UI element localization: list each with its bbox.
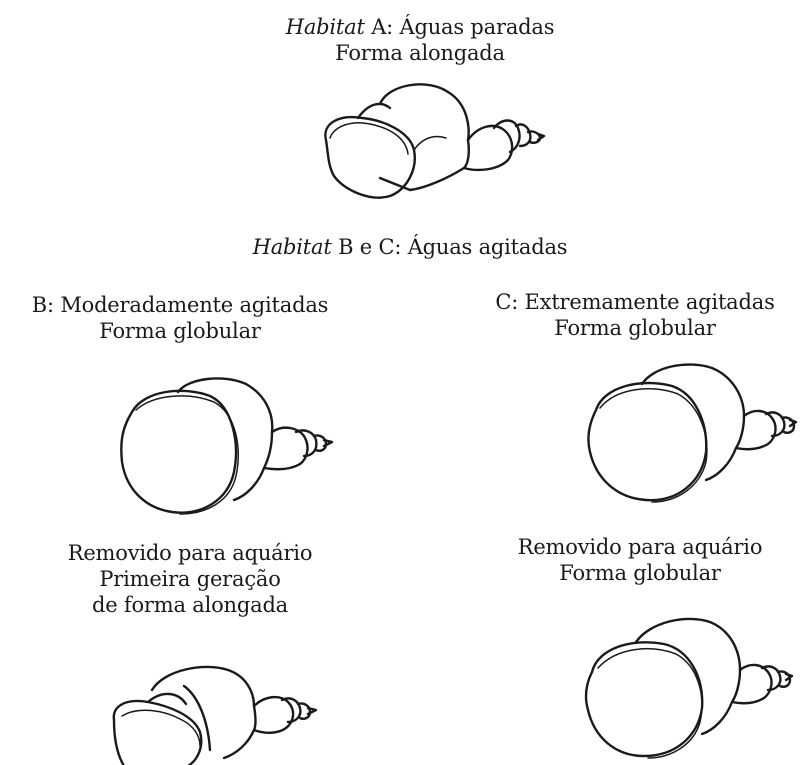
habitat-c-form: Forma globular [470,315,800,341]
c-aquarium-shell [580,612,793,762]
habitat-bc-title: Habitat B e C: Águas agitadas [180,234,640,260]
b-aquarium-line2: Primeira geração [40,566,340,592]
b-aquarium-line1: Removido para aquário [40,540,340,566]
habitat-b-label: B: Moderadamente agitadas Forma globular [20,292,340,344]
b-aquarium-shell [108,660,320,765]
c-aquarium-label: Removido para aquário Forma globular [480,534,800,586]
habitat-b-shell [114,372,334,522]
habitat-a-label: Habitat A: Águas paradas Forma alongada [230,14,610,66]
c-aquarium-line1: Removido para aquário [480,534,800,560]
habitat-a-form: Forma alongada [230,40,610,66]
habitat-b-form: Forma globular [20,318,340,344]
habitat-c-label: C: Extremamente agitadas Forma globular [470,289,800,341]
b-aquarium-label: Removido para aquário Primeira geração d… [40,540,340,618]
habitat-c-title: C: Extremamente agitadas [470,289,800,315]
c-aquarium-line2: Forma globular [480,560,800,586]
habitat-c-shell [582,356,797,506]
habitat-b-title: B: Moderadamente agitadas [20,292,340,318]
b-aquarium-line3: de forma alongada [40,592,340,618]
habitat-a-shell [318,78,548,208]
habitat-a-title: Habitat A: Águas paradas [230,14,610,40]
